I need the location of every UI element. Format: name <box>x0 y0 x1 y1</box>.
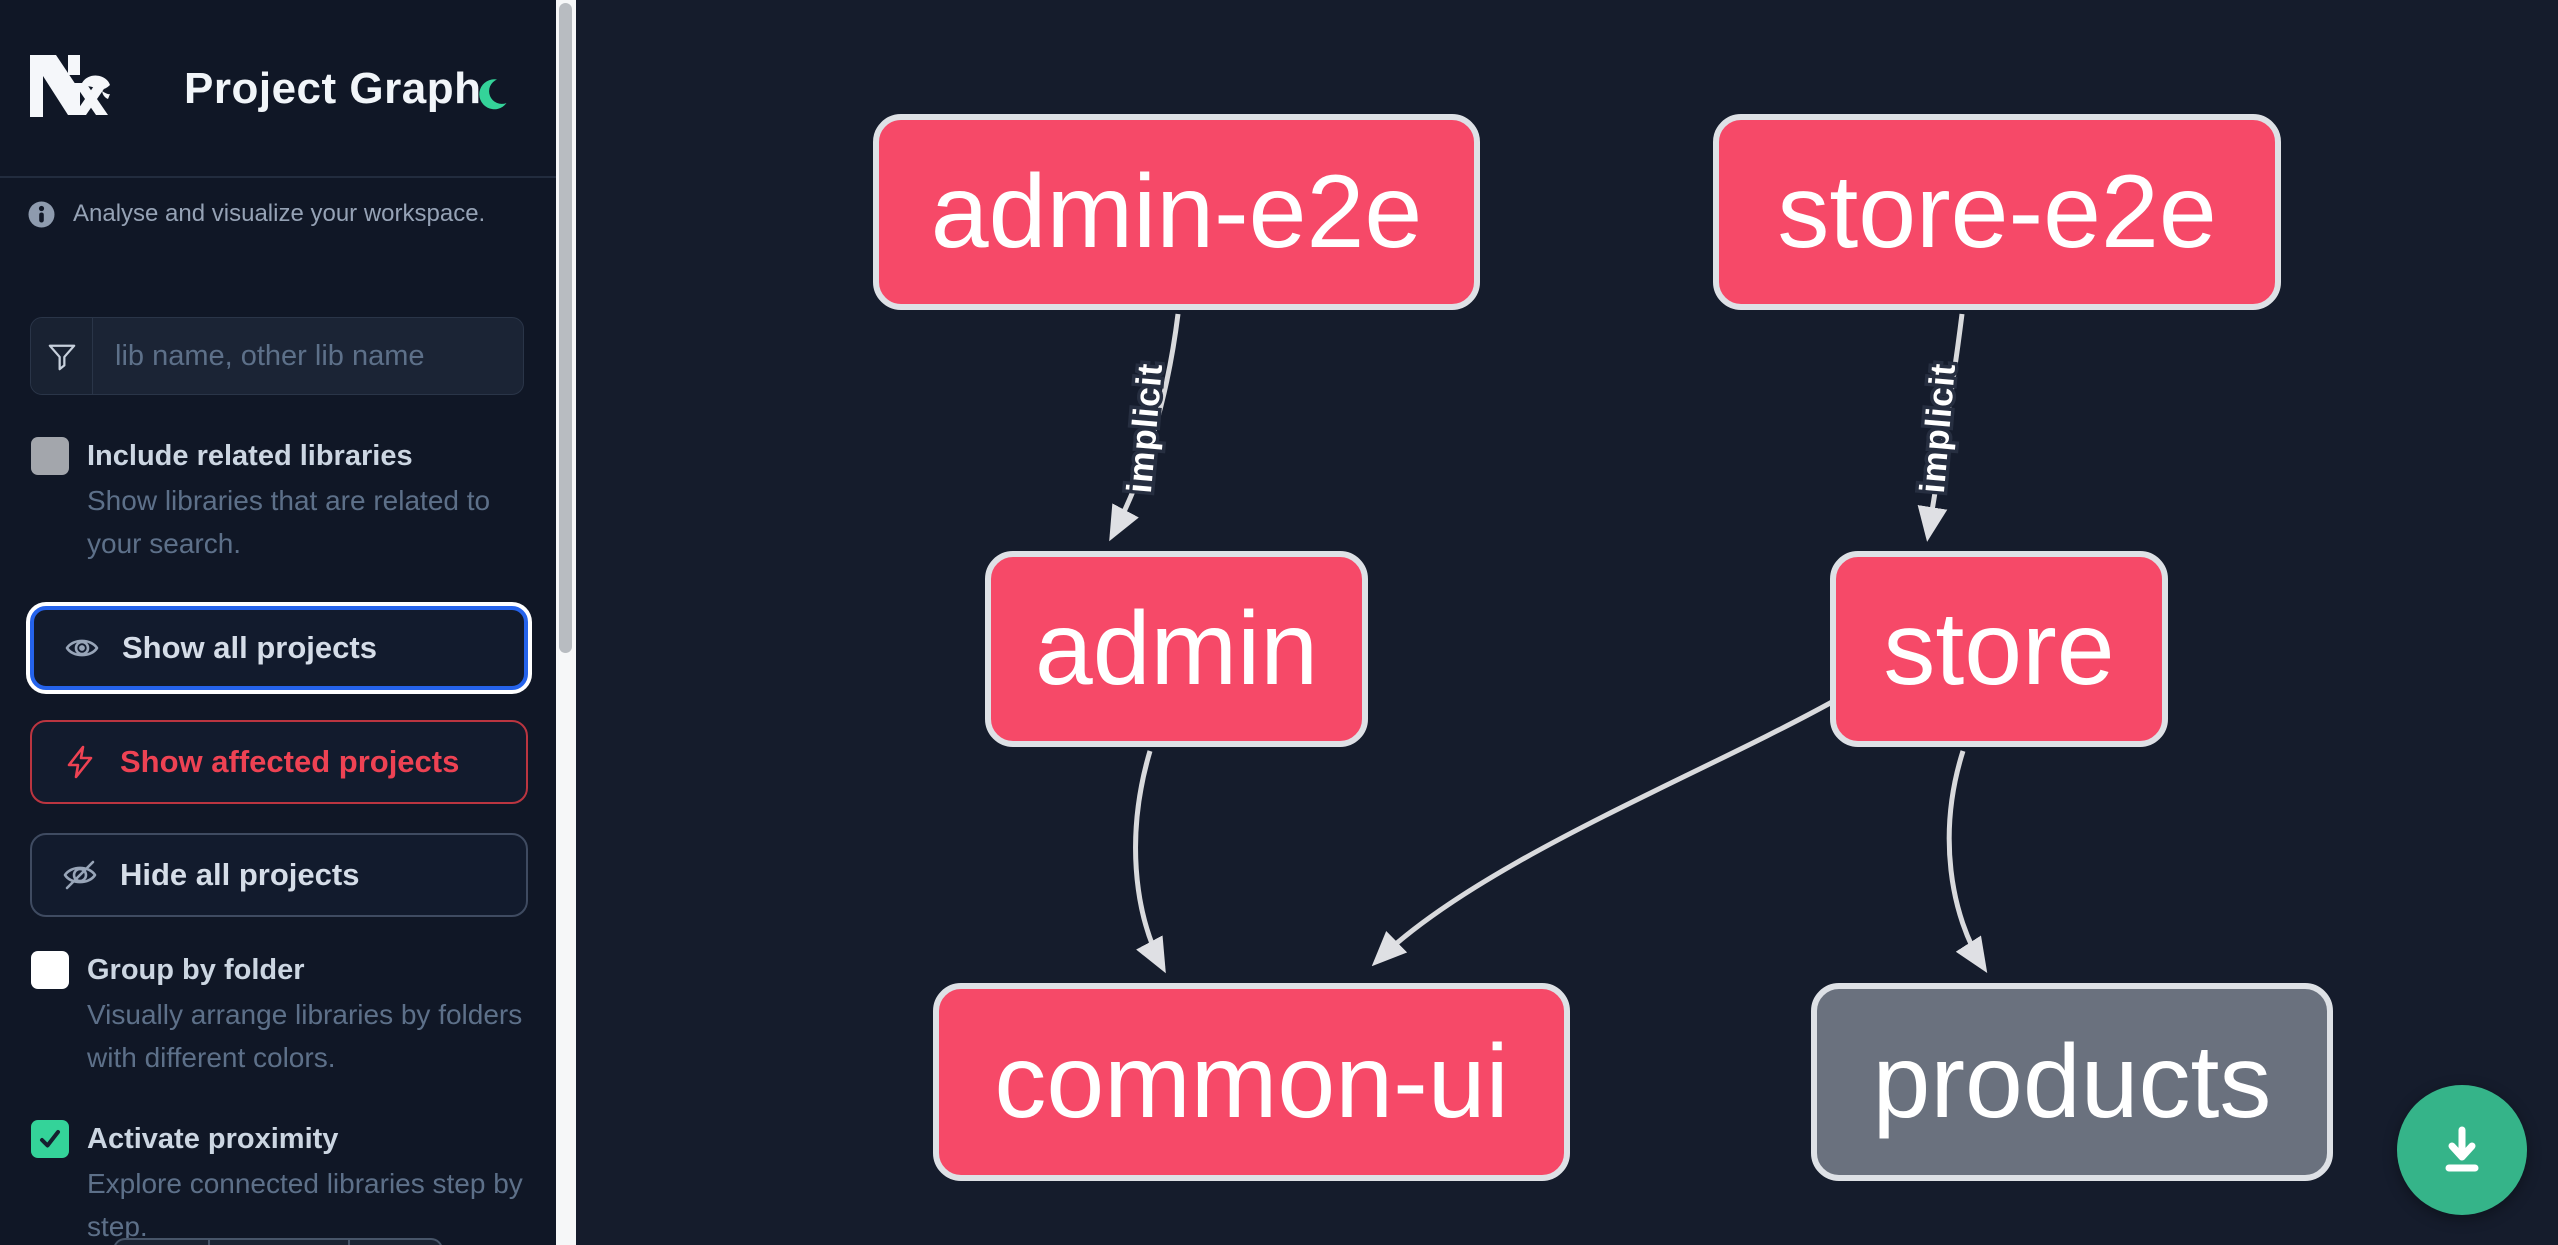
search-input[interactable] <box>93 318 523 394</box>
graph-node-store-e2e[interactable]: store-e2e <box>1713 114 2281 310</box>
eye-icon <box>65 639 99 657</box>
toggle-label: Include related libraries <box>87 440 413 472</box>
moon-icon[interactable] <box>476 78 508 110</box>
check-icon <box>40 1130 60 1148</box>
sidebar: Project Graph Analyse and visualize your… <box>0 0 556 1245</box>
graph-node-products[interactable]: products <box>1811 983 2333 1181</box>
toggle-label: Group by folder <box>87 954 305 986</box>
download-graph-button[interactable] <box>2397 1085 2527 1215</box>
header-divider <box>0 176 556 178</box>
scrollbar-thumb[interactable] <box>559 3 572 653</box>
include-related-checkbox[interactable] <box>31 437 69 475</box>
toggle-description: Explore connected libraries step by step… <box>87 1168 523 1242</box>
stepper-divider <box>208 1240 210 1245</box>
sidebar-header: Project Graph <box>0 0 556 178</box>
bolt-icon <box>67 745 93 779</box>
toggle-activate-proximity: Activate proximity Explore connected lib… <box>31 1120 523 1245</box>
page-title: Project Graph <box>184 64 482 113</box>
filter-icon-cell <box>31 318 93 394</box>
funnel-icon <box>48 344 75 371</box>
stepper-divider <box>348 1240 350 1245</box>
library-filter <box>30 317 524 395</box>
graph-node-admin-e2e[interactable]: admin-e2e <box>873 114 1480 310</box>
workspace-tagline: Analyse and visualize your workspace. <box>73 200 486 227</box>
button-label: Show all projects <box>122 630 377 665</box>
group-by-folder-checkbox[interactable] <box>31 951 69 989</box>
toggle-description: Visually arrange libraries by folders wi… <box>87 999 523 1073</box>
eye-slash-icon <box>63 860 97 890</box>
info-icon <box>28 201 55 227</box>
graph-node-common-ui[interactable]: common-ui <box>933 983 1570 1181</box>
button-label: Hide all projects <box>120 857 360 892</box>
show-affected-projects-button[interactable]: Show affected projects <box>30 720 528 804</box>
nx-logo <box>30 55 110 117</box>
hide-all-projects-button[interactable]: Hide all projects <box>30 833 528 917</box>
proximity-stepper[interactable] <box>113 1238 443 1245</box>
graph-node-admin[interactable]: admin <box>985 551 1368 747</box>
activate-proximity-checkbox[interactable] <box>31 1120 69 1158</box>
download-icon <box>2445 1126 2479 1172</box>
toggle-include-related: Include related libraries Show libraries… <box>31 437 523 565</box>
workspace-tagline-row: Analyse and visualize your workspace. <box>28 200 485 228</box>
sidebar-scrollbar[interactable] <box>556 0 576 1245</box>
button-label: Show affected projects <box>120 744 460 779</box>
toggle-group-by-folder: Group by folder Visually arrange librari… <box>31 951 523 1079</box>
toggle-description: Show libraries that are related to your … <box>87 485 491 559</box>
graph-node-store[interactable]: store <box>1830 551 2168 747</box>
show-all-projects-button[interactable]: Show all projects <box>30 606 528 690</box>
toggle-label: Activate proximity <box>87 1123 339 1155</box>
